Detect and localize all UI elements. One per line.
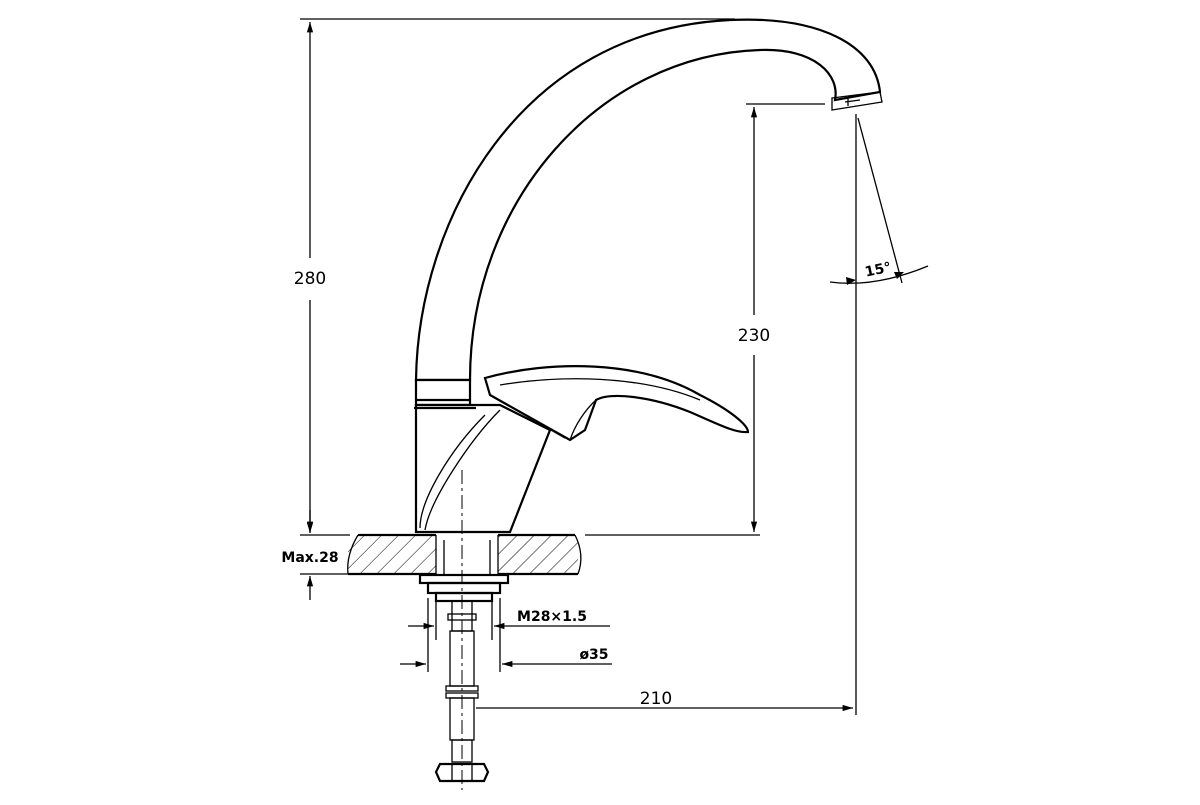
dimension-label-angle: 15°	[864, 260, 893, 281]
dimension-label-210: 210	[640, 689, 672, 709]
dimension-outlet-height: 230	[585, 103, 825, 536]
countertop-section	[347, 533, 582, 576]
dimension-diameter: ø35	[400, 598, 612, 672]
lever-handle	[483, 365, 750, 442]
mounting-assembly	[418, 573, 510, 783]
dimension-overall-height: 280	[294, 18, 735, 536]
dimension-label-280: 280	[294, 269, 326, 289]
dimension-label-230: 230	[738, 326, 770, 346]
dimension-reach: 210	[476, 114, 857, 715]
faucet-spout	[414, 18, 883, 382]
dimension-label-thread: M28×1.5	[517, 609, 587, 625]
dimension-label-diameter: ø35	[579, 647, 608, 663]
dimension-label-max28: Max.28	[281, 550, 338, 566]
dimension-swivel-angle: 15°	[829, 117, 929, 285]
dimension-thread: M28×1.5	[408, 598, 610, 640]
dimension-max-thickness: Max.28	[281, 510, 348, 600]
faucet-body	[414, 378, 552, 534]
